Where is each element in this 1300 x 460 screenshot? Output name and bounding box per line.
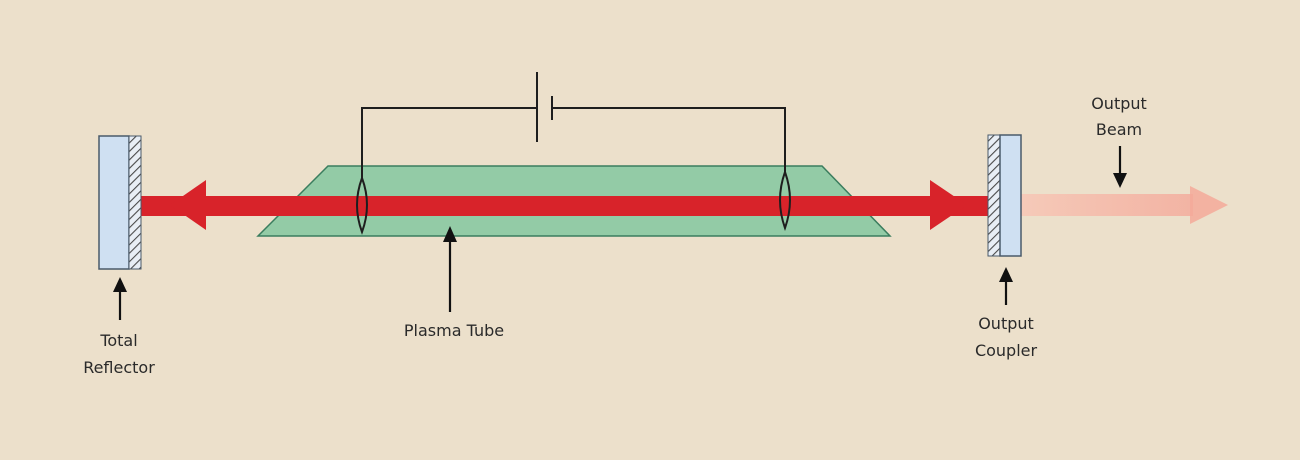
label-output-beam-line2: Beam xyxy=(1096,120,1142,139)
wire-left xyxy=(361,107,537,178)
label-output-coupler-line2: Coupler xyxy=(975,341,1038,360)
output-coupler-mirror xyxy=(987,134,1022,257)
label-total-reflector-line1: Total xyxy=(99,331,137,350)
arrow-plasma-tube xyxy=(443,226,457,312)
arrow-total-reflector xyxy=(113,277,127,320)
pointer-arrows xyxy=(113,146,1127,320)
electrodes xyxy=(356,169,791,235)
electrode-right xyxy=(779,169,791,231)
arrow-output-beam xyxy=(1113,146,1127,188)
wire-right xyxy=(552,107,786,172)
label-plasma-tube: Plasma Tube xyxy=(404,321,504,340)
laser-beam xyxy=(140,180,990,230)
electrode-left xyxy=(356,175,368,235)
label-output-beam-line1: Output xyxy=(1091,94,1147,113)
label-output-coupler-line1: Output xyxy=(978,314,1034,333)
label-total-reflector-line2: Reflector xyxy=(83,358,155,377)
arrow-output-coupler xyxy=(999,267,1013,305)
output-beam xyxy=(1021,186,1228,224)
power-circuit xyxy=(361,72,786,178)
total-reflector-mirror xyxy=(98,135,142,270)
